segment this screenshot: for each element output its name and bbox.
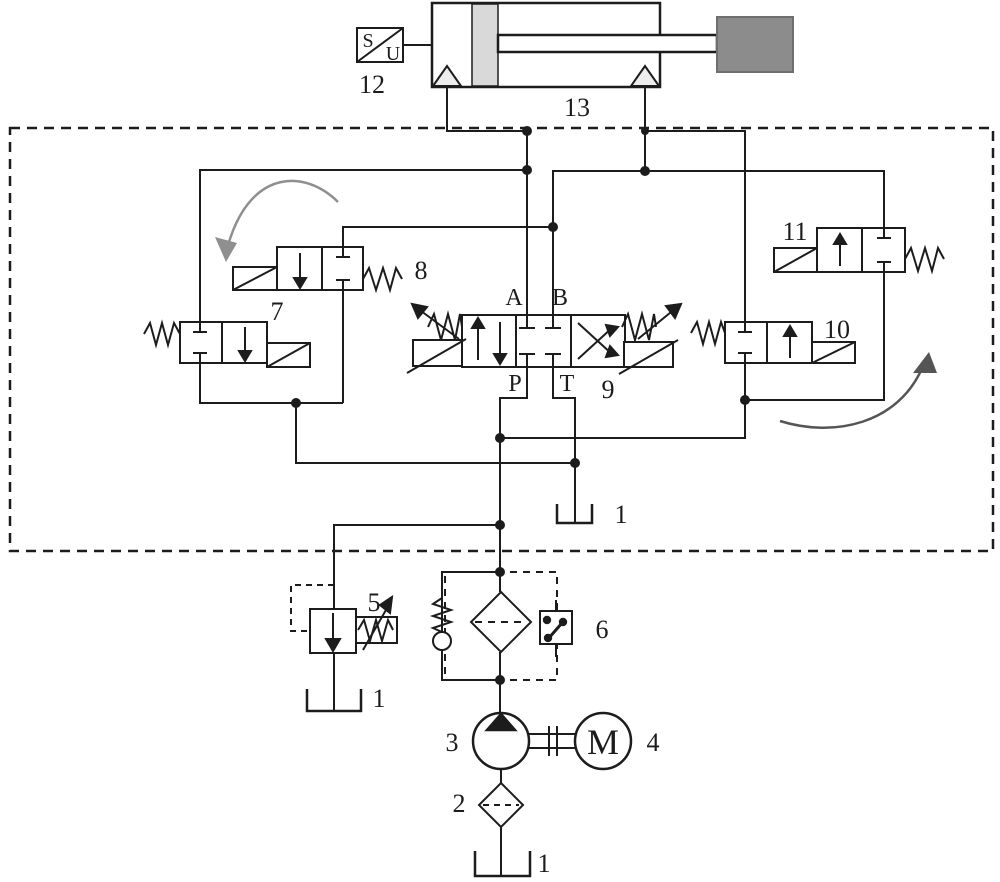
prop-solenoid-slash-icon [406,338,467,374]
tank-icon [473,851,532,878]
label-port-b: B [552,285,568,311]
cw-arrow-icon [779,365,925,429]
spring-icon [904,244,945,275]
solenoid-coil-icon [266,342,311,368]
solenoid-valve-8 [232,246,403,294]
spring-icon [690,318,726,348]
motor-m-label: M [587,722,619,762]
label-tank-bottom: 1 [538,849,551,878]
label-4: 4 [647,728,660,757]
solenoid-valve-7 [143,319,311,368]
flow-direction-arrows [215,179,937,429]
label-tank-left: 1 [373,684,386,713]
sensor-u-label: U [386,43,401,65]
proportional-valve-9 [406,302,683,375]
pump-motor-unit [471,711,633,771]
spring-icon [429,597,455,633]
label-5: 5 [368,588,381,617]
manifold-boundary-box [8,126,995,553]
filter-icon [477,781,525,829]
solenoid-valve-10 [690,318,856,364]
spring-icon [143,319,181,349]
adjust-arrow-icon [378,594,394,615]
filter-assembly-6 [429,571,573,681]
tank-symbols [305,504,594,878]
piston [471,3,499,87]
motor-icon [573,711,633,771]
label-port-a: A [505,285,523,311]
solenoid-coil-icon [232,266,278,291]
solenoid-valve-11 [773,227,945,275]
junction-dots [291,126,750,685]
ccw-arrow-icon [227,179,339,243]
sensor-s-label: S [362,30,373,52]
label-9: 9 [602,375,615,404]
tank-icon [305,689,363,713]
label-tank-mid: 1 [615,500,628,529]
displacement-sensor: S U [356,27,404,65]
cylinder-port-right [629,64,661,87]
spring-icon [362,264,403,294]
label-port-t: T [560,371,575,397]
spring-icon [357,616,394,645]
label-12: 12 [359,70,385,99]
label-6: 6 [596,615,609,644]
hydraulic-cylinder [430,1,794,89]
tank-icon [555,504,594,525]
relief-valve-5 [290,584,398,654]
pilot-line [290,584,334,632]
spring-icon [427,310,463,344]
label-11: 11 [782,217,807,246]
assembly-boundary [444,571,558,681]
load-block [716,16,794,73]
piston-rod [496,33,719,54]
solenoid-coil-icon [811,341,856,364]
hydraulic-lines [199,44,885,875]
label-13: 13 [564,93,590,122]
check-ball-icon [432,631,452,651]
label-3: 3 [446,728,459,757]
label-2: 2 [453,789,466,818]
spring-icon [621,310,657,344]
prop-solenoid-slash-icon [618,339,679,375]
label-8: 8 [415,256,428,285]
labels: 12 13 8 7 11 10 9 A B P T 1 1 1 5 6 3 4 … [271,70,851,878]
label-10: 10 [824,315,850,344]
label-port-p: P [508,371,521,397]
cylinder-port-left [431,64,463,87]
label-7: 7 [271,297,284,326]
suction-filter-2 [477,781,525,829]
solenoid-coil-icon [773,247,818,273]
